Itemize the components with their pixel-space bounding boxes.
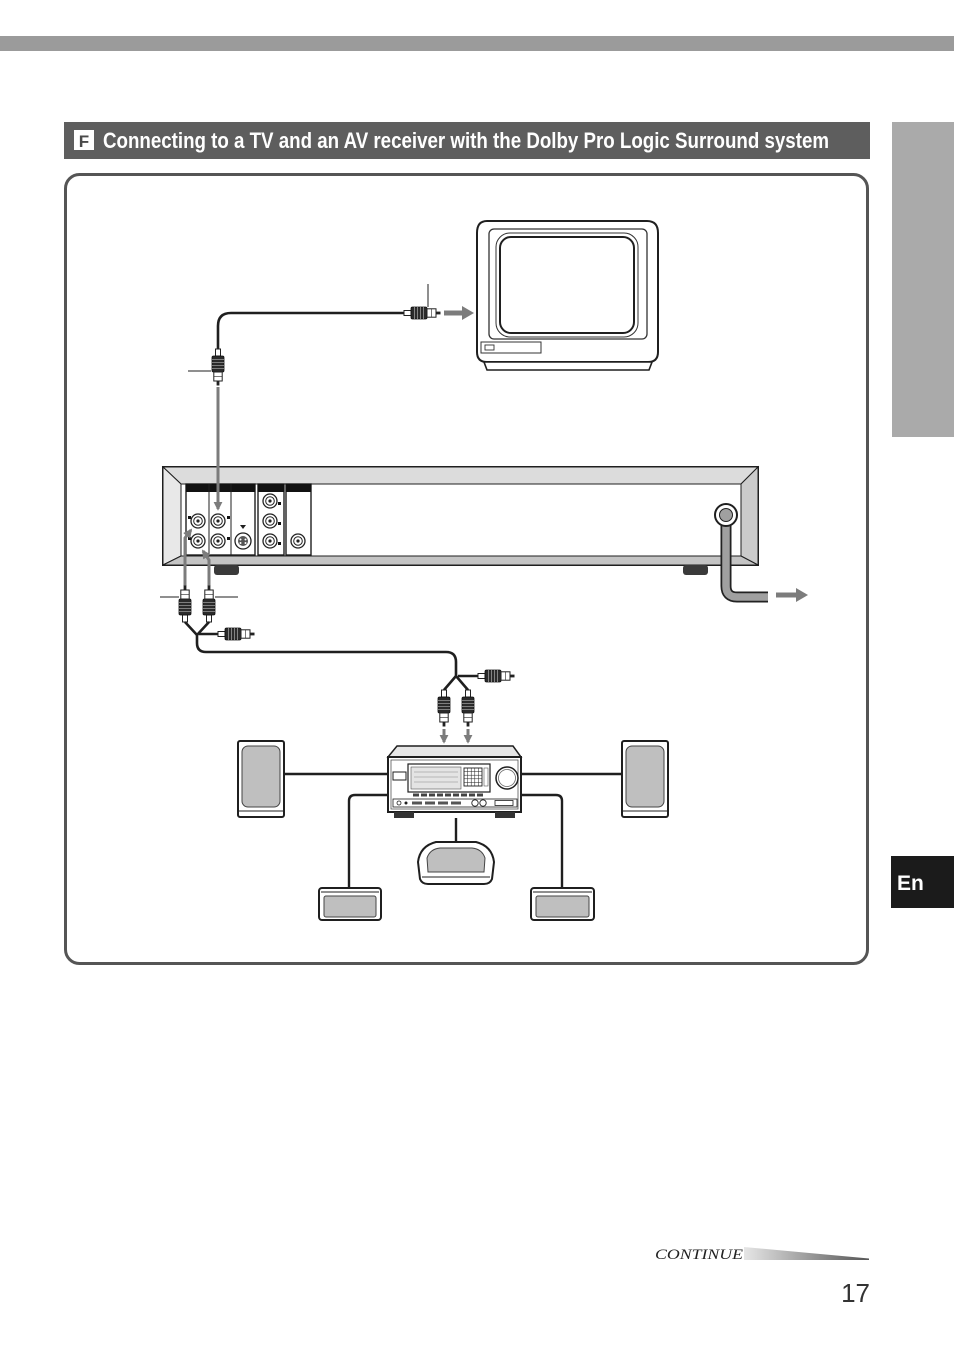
digital-out-jack: [290, 533, 306, 549]
player-top-bevel: [161, 466, 760, 485]
speaker-grille: [625, 745, 665, 808]
speaker-wire-rear-right: [521, 793, 564, 888]
output-jack-module: [185, 483, 256, 556]
speaker-wiring: [284, 772, 622, 888]
component-jack-module: [257, 483, 285, 556]
player-rear-panel: [161, 465, 760, 575]
audio-out-jack-right: [190, 533, 206, 549]
section-letter-box: [74, 130, 94, 150]
continue-label: CONTINUE: [655, 1247, 743, 1263]
tv-base: [482, 361, 654, 371]
section-heading: F Connecting to a TV and an AV receiver …: [64, 122, 870, 159]
component-jack-y: [262, 493, 278, 509]
receiver-volume-knob: [495, 766, 519, 790]
tv-screen: [499, 236, 635, 334]
component-jack-pb: [262, 513, 278, 529]
language-tab: En: [891, 856, 954, 908]
speaker-front-right: [621, 740, 669, 818]
video-cable: [188, 284, 441, 511]
section-title: Connecting to a TV and an AV receiver wi…: [103, 128, 829, 153]
speaker-grille: [426, 847, 486, 873]
receiver-button-row: [413, 793, 483, 797]
av-receiver: [386, 745, 523, 818]
speaker-rear-right: [530, 887, 595, 921]
s-video-marker: [240, 525, 246, 529]
speaker-center: [416, 841, 496, 885]
player-foot-right: [683, 565, 708, 575]
speaker-grille: [535, 895, 590, 918]
receiver-foot-right: [495, 812, 515, 818]
receiver-power-indicator: [392, 771, 407, 781]
audio-insert-arrow-left: [183, 528, 193, 586]
audio-cable: [160, 528, 515, 744]
speaker-grille: [241, 745, 281, 808]
speaker-front-left: [237, 740, 285, 818]
speaker-grille: [323, 895, 377, 918]
receiver-display: [407, 763, 491, 793]
section-header-bar: [64, 122, 870, 159]
power-cord: [714, 503, 768, 603]
power-outlet-arrow: [776, 588, 808, 602]
video-out-jack-2: [210, 533, 226, 549]
tv-control-panel: [480, 341, 542, 354]
receiver-lower-controls: [392, 798, 518, 808]
player-foot-left: [214, 565, 239, 575]
tv-input-arrow: [444, 306, 474, 320]
digital-jack-module: [285, 483, 312, 556]
video-out-jack: [210, 513, 226, 529]
chapter-tab: [892, 122, 954, 437]
section-letter: F: [79, 132, 89, 151]
tv-power-button: [484, 344, 495, 351]
television: [476, 220, 659, 371]
top-rule: [0, 36, 954, 51]
audio-insert-arrow-right: [201, 549, 211, 586]
language-tab-label: En: [897, 872, 924, 895]
component-jack-pr: [262, 533, 278, 549]
receiver-foot-left: [394, 812, 414, 818]
continue-arrow: [744, 1247, 869, 1260]
continue-indicator: CONTINUE: [655, 1247, 869, 1263]
speaker-rear-left: [318, 887, 382, 921]
s-video-jack: [234, 532, 252, 550]
page-number: 17: [841, 1278, 870, 1308]
speaker-wire-rear-left: [347, 793, 388, 888]
audio-out-jack-left: [190, 513, 206, 529]
